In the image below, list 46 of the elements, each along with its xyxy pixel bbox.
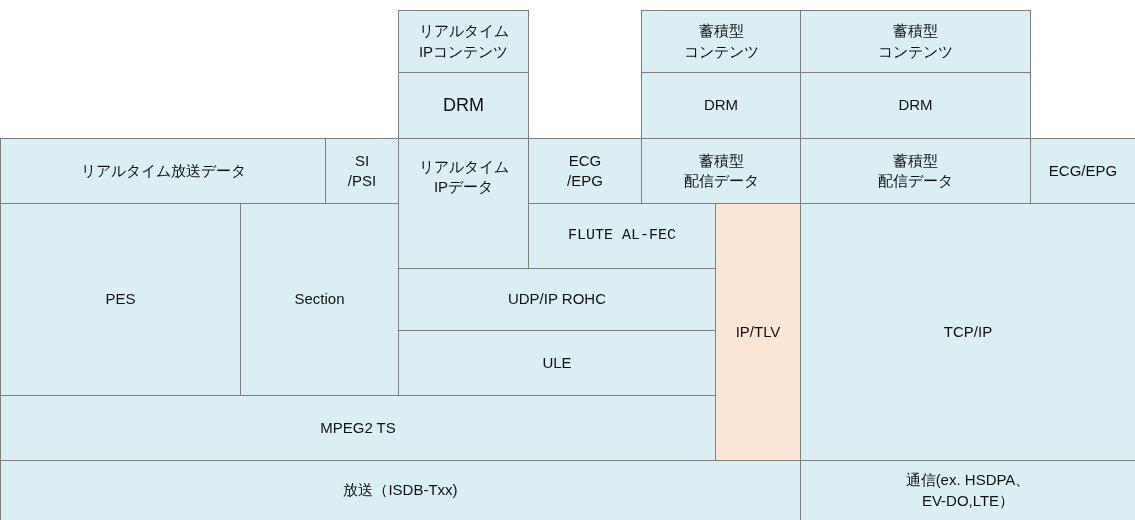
- layer-box: [398, 330, 716, 396]
- layer-label: ECG/EPG: [1048, 160, 1118, 181]
- layer-box: [398, 268, 716, 331]
- layer-box: [398, 10, 529, 73]
- layer-label: IP/TLV: [735, 321, 781, 342]
- layer-box: [0, 460, 801, 520]
- layer-label: DRM: [443, 94, 484, 118]
- layer-label: MPEG2 TS: [320, 417, 396, 438]
- layer-label: 蓄積型配信データ: [683, 150, 759, 191]
- layer-box: [800, 460, 1135, 520]
- layer-label: ECG /EPG: [567, 150, 603, 191]
- layer-label: 放送（ISDB-Txx): [343, 480, 458, 501]
- layer-box: [325, 138, 399, 204]
- layer-label: 蓄積型コンテンツ: [683, 21, 759, 62]
- layer-label: ULE: [542, 352, 572, 373]
- layer-label: リアルタイムIPデータ: [418, 157, 509, 198]
- layer-box: [528, 138, 642, 204]
- layer-label: 蓄積型コンテンツ: [878, 21, 953, 62]
- layer-label: 蓄積型配信データ: [878, 150, 953, 191]
- layer-label: SI /PSI: [347, 150, 377, 191]
- layer-box: [800, 203, 1135, 461]
- layer-box: [0, 203, 241, 396]
- layer-label: Section: [294, 289, 345, 310]
- layer-label: 通信(ex. HSDPA、EV-DO,LTE）: [905, 470, 1031, 511]
- layer-box: [641, 72, 801, 139]
- layer-box: [398, 72, 529, 139]
- layer-label: UDP/IP ROHC: [507, 289, 607, 310]
- layer-box: [398, 138, 529, 269]
- layer-label: DRM: [898, 95, 933, 116]
- layer-label: TCP/IP: [943, 321, 993, 342]
- layer-label: リアルタイム放送データ: [80, 160, 246, 181]
- layer-box: [800, 72, 1031, 139]
- layer-box: [0, 138, 326, 204]
- layer-box: [641, 138, 801, 204]
- layer-box: [641, 10, 801, 73]
- layer-label: リアルタイムIPコンテンツ: [418, 21, 509, 62]
- layer-label: DRM: [703, 95, 739, 116]
- layer-label: PES: [105, 289, 136, 310]
- layer-box: [1030, 138, 1135, 204]
- layer-box: [528, 203, 716, 269]
- layer-label: FLUTE AL-FEC: [568, 225, 676, 246]
- layer-box: [800, 10, 1031, 73]
- layer-box: [800, 138, 1031, 204]
- layer-box: [715, 203, 801, 461]
- layer-box: [240, 203, 399, 396]
- layer-box: [0, 395, 716, 461]
